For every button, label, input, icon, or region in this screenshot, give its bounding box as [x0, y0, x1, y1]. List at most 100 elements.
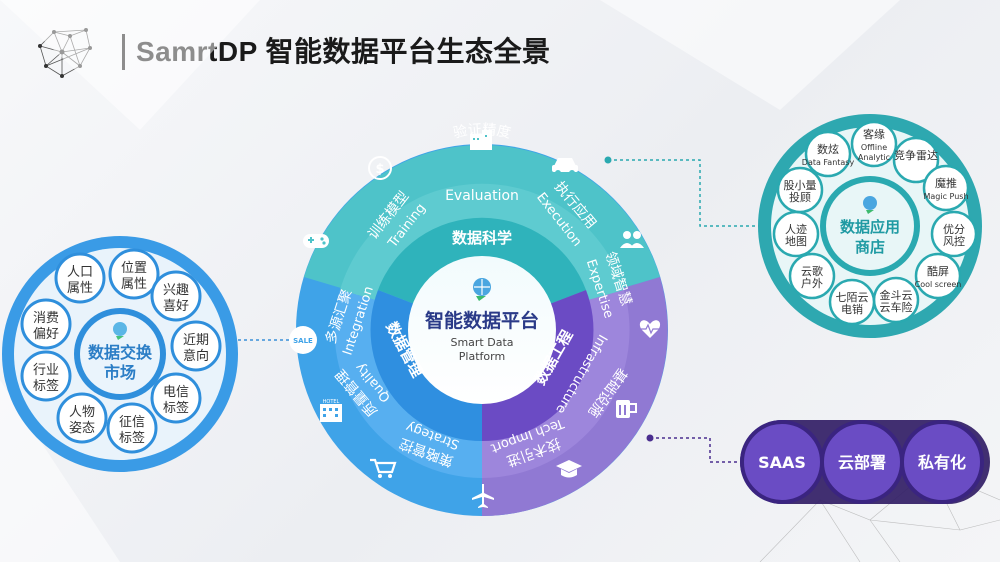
dollar-icon: $	[368, 156, 392, 180]
market-center-logo-icon	[113, 322, 127, 340]
store-node-line2: Offline	[861, 143, 887, 152]
heart-icon	[639, 320, 661, 338]
store-node-line2: Magic Push	[923, 192, 968, 201]
market-node-line2: 标签	[33, 378, 59, 394]
market-node-line2: 标签	[119, 430, 145, 446]
svg-text:$: $	[375, 162, 384, 177]
deploy-saas-label: SAAS	[758, 453, 806, 472]
market-center-line2: 市场	[104, 363, 136, 382]
store-node-line2: 地图	[785, 235, 807, 248]
store-node: 竞争雷达	[892, 136, 940, 184]
market-node-line2: 姿态	[69, 420, 95, 436]
store-center-logo-icon	[863, 196, 877, 214]
market-node-line1: 电信	[163, 385, 189, 400]
store-node-line2: 投顾	[789, 190, 811, 204]
store-node-line1: 云歌	[801, 264, 823, 278]
store-node-line1: 客缘	[863, 127, 885, 141]
hotel-sign-text: HOTEL	[323, 399, 340, 405]
store-node-line2: 风控	[943, 234, 965, 248]
store-node: 魔推 Magic Push	[922, 164, 970, 212]
center-title-en1: Smart Data	[450, 336, 513, 349]
store-node-line1: 酷屏	[927, 265, 949, 278]
cart-icon	[370, 458, 397, 478]
store-node-line1: 七陌云	[836, 291, 869, 304]
market-nodes: 人口属性位置属性兴趣喜好近期意向电信标签征信标签人物姿态行业标签消费偏好	[20, 248, 222, 454]
ring-label-science: 数据科学	[452, 229, 512, 247]
store-center-line1: 数据应用	[840, 218, 900, 236]
hotel-icon: HOTEL	[320, 399, 342, 422]
store-node-line1: 竞争雷达	[894, 148, 938, 162]
market-node-line1: 征信	[119, 415, 145, 430]
center-title-cn: 智能数据平台	[425, 309, 539, 332]
store-node-line1: 优分	[943, 223, 965, 236]
data-exchange-market: 数据交换 市场 人口属性位置属性兴趣喜好近期意向电信标签征信标签人物姿态行业标签…	[2, 236, 300, 472]
market-node-line1: 位置	[121, 261, 147, 276]
market-node-line2: 属性	[121, 277, 147, 292]
deployment-options: SAAS 云部署 私有化	[646, 420, 990, 504]
gamepad-icon	[303, 234, 329, 248]
store-center-line2: 商店	[855, 238, 885, 256]
deploy-saas: SAAS	[740, 420, 824, 504]
background-mesh	[759, 469, 1000, 562]
market-node-line1: 人口	[67, 265, 93, 280]
store-node-line2: 户外	[801, 276, 823, 290]
center-disc	[408, 256, 556, 404]
market-node-line2: 意向	[183, 348, 209, 364]
store-node-line2: 电销	[841, 302, 863, 316]
deploy-private: 私有化	[900, 420, 984, 504]
store-node-line2: 云车险	[880, 300, 913, 314]
deploy-private-label: 私有化	[918, 453, 966, 472]
deploy-cloud-label: 云部署	[838, 453, 886, 472]
market-node-line1: 近期	[183, 333, 209, 348]
deploy-cloud: 云部署	[820, 420, 904, 504]
store-node-line1: 魔推	[935, 176, 957, 190]
market-node-line1: 消费	[33, 311, 59, 326]
platform-wheel: 智能数据平台 Smart Data Platform 数据科学 数据管理 数据工…	[289, 122, 668, 516]
store-node: 数炫 Data Fantasy	[802, 130, 855, 178]
airplane-icon	[472, 484, 494, 508]
eval-en: Evaluation	[445, 188, 519, 204]
sale-tag-icon: SALE	[289, 326, 317, 354]
store-node-line1: 股小量	[784, 179, 817, 192]
center-title-en2: Platform	[459, 350, 505, 363]
market-node-line1: 行业	[33, 363, 59, 378]
graduation-cap-icon	[556, 460, 582, 478]
market-center-line1: 数据交换	[88, 343, 153, 362]
car-icon	[552, 158, 578, 176]
store-node-line1: 数炫	[817, 142, 839, 156]
center-logo-icon	[473, 278, 491, 301]
store-node-line2: Cool screen	[915, 280, 962, 289]
building-icon	[470, 130, 492, 150]
store-node-line3: Analytic	[858, 153, 890, 162]
beer-icon	[616, 400, 637, 418]
market-node-line1: 人物	[69, 405, 95, 420]
market-node-line1: 兴趣	[163, 283, 189, 298]
store-node-line2: Data Fantasy	[802, 158, 855, 167]
store-node: 酷屏 Cool screen	[915, 252, 962, 300]
people-icon	[620, 231, 644, 248]
market-node-line2: 偏好	[33, 327, 59, 342]
market-node-line2: 喜好	[163, 299, 189, 314]
store-node-line1: 人迹	[785, 223, 807, 236]
market-node-line2: 标签	[163, 400, 189, 416]
market-node-line2: 属性	[67, 281, 93, 296]
